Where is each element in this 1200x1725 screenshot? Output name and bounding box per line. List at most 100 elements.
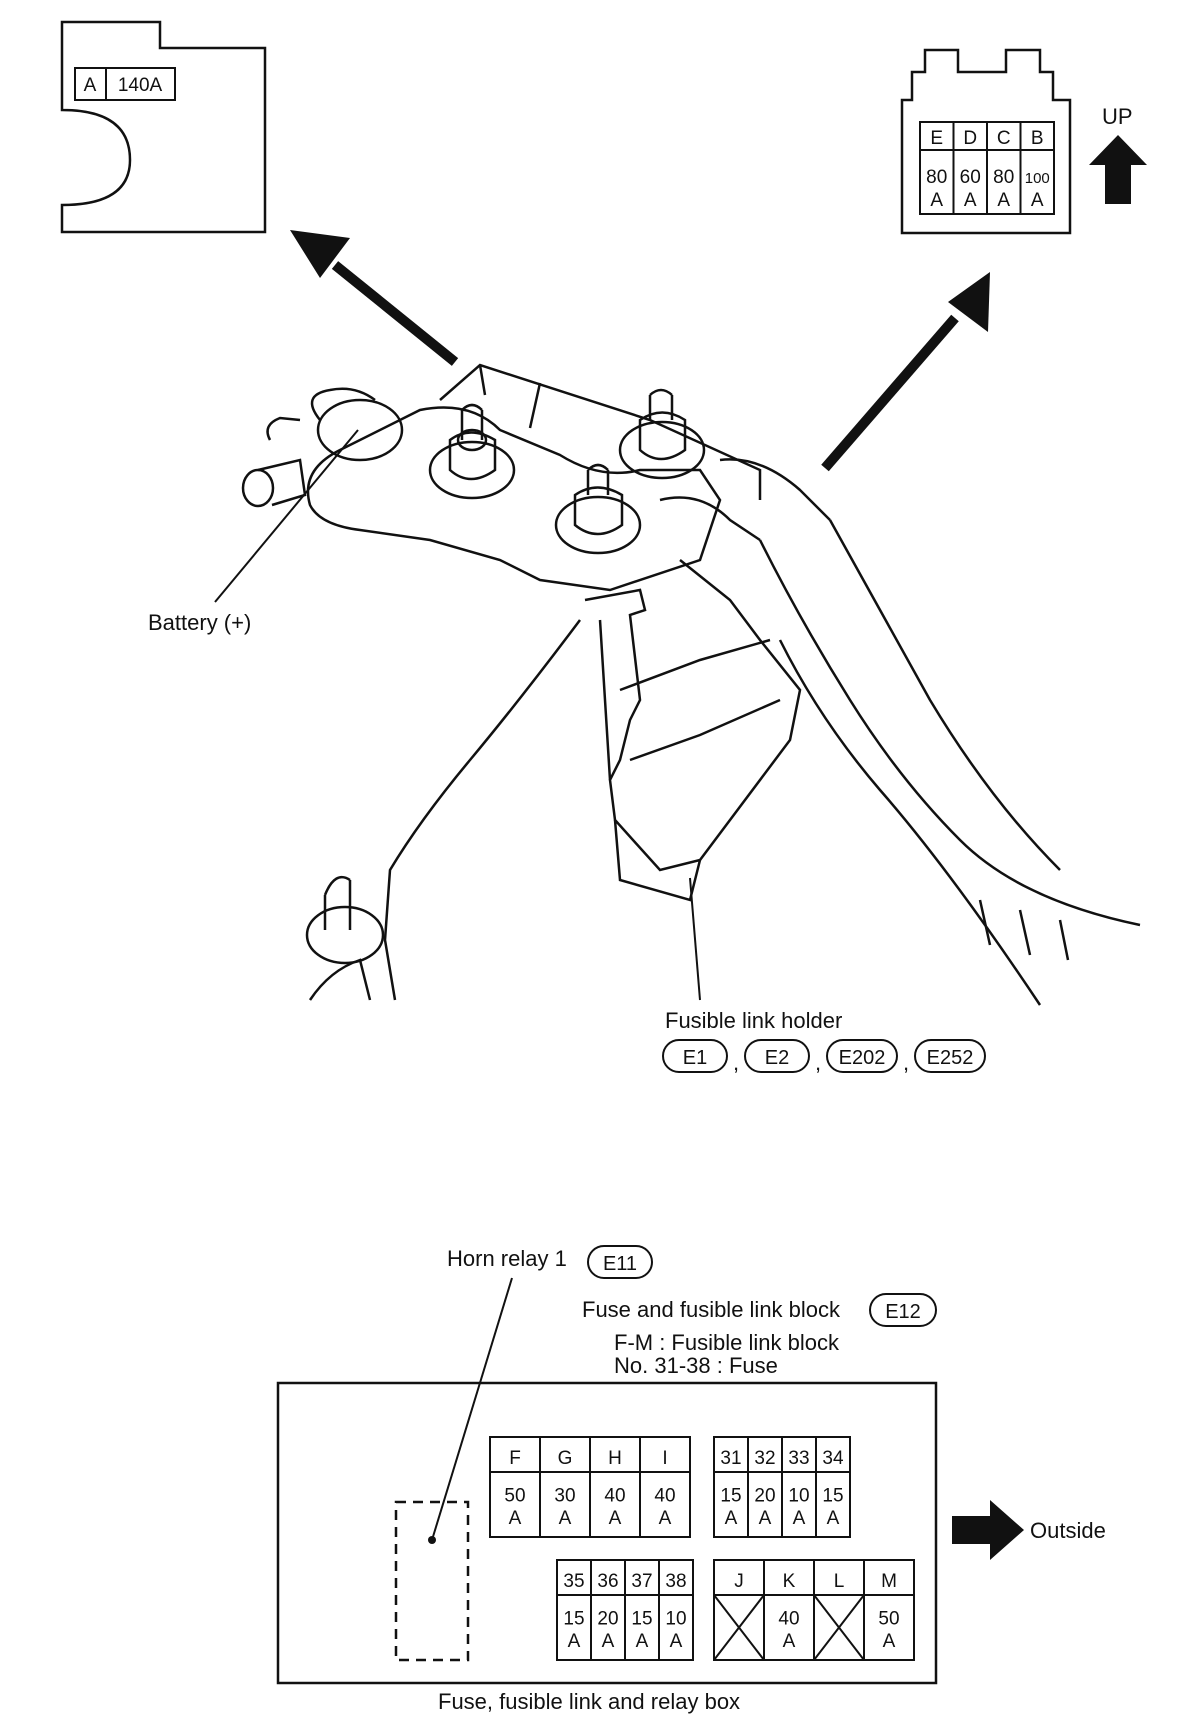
outside-label: Outside (1030, 1518, 1106, 1543)
fuse-unit: A (609, 1508, 622, 1529)
fuse-label-37: 37 (631, 1571, 652, 1592)
fuse-unit: A (636, 1631, 649, 1652)
holder-leader-line (689, 877, 701, 1001)
fuse-a-letter: A (84, 75, 97, 96)
fuse-unit: A (559, 1508, 572, 1529)
fuse-amp-i: 40 (654, 1485, 675, 1506)
fuse-unit: A (759, 1508, 772, 1529)
relay-box-caption: Fuse, fusible link and relay box (438, 1689, 740, 1714)
connector-e252: E252 (927, 1047, 974, 1069)
fuse-amp-g: 30 (554, 1485, 575, 1506)
fuse-label-l: L (834, 1571, 845, 1592)
fuse-unit: A (883, 1631, 896, 1652)
fuse-label-g: G (558, 1448, 573, 1469)
fuse-a-rating: 140A (118, 75, 163, 96)
fuse-label-36: 36 (597, 1571, 618, 1592)
arrow-to-top-right (821, 272, 990, 472)
fuse-amp-34: 15 (822, 1485, 843, 1506)
fuse-label-35: 35 (563, 1571, 584, 1592)
fuse-unit: A (602, 1631, 615, 1652)
up-label: UP (1102, 104, 1133, 129)
horn-relay-connector: E11 (603, 1253, 637, 1275)
relay-box-fuse-groups: F50AG30AH40AI40A3115A3220A3310A3415A3515… (489, 1436, 915, 1661)
top-left-fuse-detail: A 140A (60, 20, 267, 234)
fuse-amp-38: 10 (665, 1608, 686, 1629)
fuse-amp-d: 60 (960, 167, 981, 188)
fuse-letter-b: B (1031, 128, 1044, 149)
fuse-amp-c: 80 (993, 167, 1014, 188)
fuse-unit: A (793, 1508, 806, 1529)
fuse-label-33: 33 (788, 1448, 809, 1469)
empty-slot-cross (713, 1594, 765, 1661)
battery-label: Battery (+) (148, 610, 251, 635)
fuse-label-f: F (509, 1448, 521, 1469)
fuse-amp-35: 15 (563, 1608, 584, 1629)
fuse-unit: A (670, 1631, 683, 1652)
fuse-block-note-1: F-M : Fusible link block (614, 1330, 840, 1355)
fuse-block-note-2: No. 31-38 : Fuse (614, 1353, 778, 1378)
fuse-unit: A (659, 1508, 672, 1529)
fusible-link-holder-label: Fusible link holder (665, 1008, 842, 1033)
battery-leader-line (214, 429, 359, 603)
outside-arrow-icon (952, 1500, 1024, 1560)
horn-relay-label: Horn relay 1 (447, 1246, 567, 1271)
fuse-amp-b: 100 (1025, 170, 1050, 187)
fuse-label-k: K (783, 1571, 796, 1592)
fuse-letter-d: D (963, 128, 977, 149)
connector-separator: , (903, 1050, 909, 1075)
fuse-block-connector-pill (869, 1293, 937, 1327)
fuse-block-label: Fuse and fusible link block (582, 1297, 841, 1322)
fuse-block-connector: E12 (885, 1301, 921, 1323)
fuse-label-38: 38 (665, 1571, 686, 1592)
fuse-amp-h: 40 (604, 1485, 625, 1506)
up-arrow-icon (1089, 135, 1147, 204)
fuse-amp-33: 10 (788, 1485, 809, 1506)
connector-separator: , (733, 1050, 739, 1075)
holder-connectors: E1 , E2 , E202 , E252 (662, 1039, 986, 1075)
fuse-amp-36: 20 (597, 1608, 618, 1629)
fuse-unit: A (725, 1508, 738, 1529)
fuse-amp-31: 15 (720, 1485, 741, 1506)
fuse-unit: A (568, 1631, 581, 1652)
empty-slot-cross (813, 1594, 865, 1661)
fuse-label-h: H (608, 1448, 622, 1469)
fuse-label-32: 32 (754, 1448, 775, 1469)
arrow-to-top-left (290, 230, 459, 366)
fuse-letter-c: C (997, 128, 1011, 149)
horn-relay-outline (394, 1500, 470, 1662)
battery-illustration (241, 363, 1141, 1006)
fuse-amp-e: 80 (926, 167, 947, 188)
connector-e1: E1 (683, 1047, 707, 1069)
fuse-unit: A (783, 1631, 796, 1652)
fuse-unit: A (827, 1508, 840, 1529)
fuse-letter-e: E (930, 128, 943, 149)
connector-e2: E2 (765, 1047, 789, 1069)
fuse-label-31: 31 (720, 1448, 741, 1469)
fuse-unit: A (1031, 190, 1044, 211)
fuse-label-34: 34 (822, 1448, 844, 1469)
fuse-unit: A (509, 1508, 522, 1529)
fuse-amp-37: 15 (631, 1608, 652, 1629)
fuse-label-i: I (662, 1448, 667, 1469)
horn-relay-leader-line (431, 1277, 513, 1541)
fuse-label-j: J (734, 1571, 744, 1592)
horn-relay-connector-pill (587, 1245, 653, 1279)
fuse-amp-32: 20 (754, 1485, 775, 1506)
connector-separator: , (815, 1050, 821, 1075)
fuse-unit: A (930, 190, 943, 211)
relay-box-outline (276, 1381, 938, 1685)
fuse-label-m: M (881, 1571, 897, 1592)
fuse-unit: A (997, 190, 1010, 211)
fuse-unit: A (964, 190, 977, 211)
fuse-amp-k: 40 (778, 1608, 799, 1629)
fuse-amp-f: 50 (504, 1485, 525, 1506)
fuse-amp-m: 50 (878, 1608, 899, 1629)
connector-e202: E202 (839, 1047, 886, 1069)
